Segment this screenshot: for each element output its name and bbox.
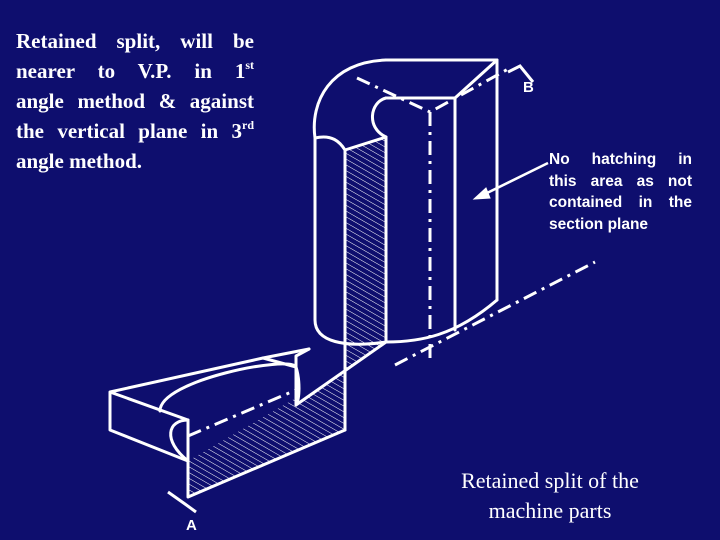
callout-line-3: contained in the — [549, 194, 692, 211]
cutting-plane-base — [187, 388, 297, 438]
caption-line-1: Retained split of the — [461, 468, 639, 493]
callout-line-2: this area as not — [549, 172, 692, 190]
note-line-4-superscript: rd — [242, 118, 254, 132]
cut-arrow-a — [167, 490, 197, 514]
callout-line-1: No hatching in — [549, 151, 692, 168]
note-line-5: angle method. — [16, 149, 142, 173]
note-line-2-superscript: st — [245, 58, 254, 72]
note-line-2-text: nearer to V.P. in 1 — [16, 59, 246, 83]
retained-split-note: Retained split, will be nearer to V.P. i… — [16, 26, 254, 176]
hatched-section-face — [188, 137, 386, 497]
cutting-plane-bottom — [394, 260, 596, 367]
cutting-plane-top — [356, 66, 511, 114]
callout-line-4: section plane — [549, 215, 649, 233]
note-line-2: nearer to V.P. in 1st — [16, 56, 254, 86]
note-line-1: Retained split, will be — [16, 29, 254, 53]
boss-top-outline — [384, 58, 499, 100]
base-groove-curve — [158, 362, 301, 413]
callout-leader — [484, 161, 549, 196]
cut-label-b: B — [523, 79, 534, 96]
note-line-4-text: the vertical plane in 3 — [16, 119, 242, 143]
section-step-edge — [294, 340, 388, 407]
cut-arrow-b — [507, 64, 535, 83]
caption-line-2: machine parts — [488, 498, 612, 523]
note-line-3: angle method & against — [16, 89, 254, 113]
no-hatching-callout: No hatching in this area as not containe… — [549, 149, 692, 235]
boss-bottom-edge — [384, 298, 499, 344]
base-groove-ellipse — [169, 418, 190, 463]
callout-arrowhead — [472, 187, 491, 200]
cut-label-a: A — [186, 517, 197, 534]
note-line-4: the vertical plane in 3rd — [16, 116, 254, 146]
figure-caption: Retained split of the machine parts — [430, 466, 670, 526]
base-groove-edge — [261, 356, 298, 369]
